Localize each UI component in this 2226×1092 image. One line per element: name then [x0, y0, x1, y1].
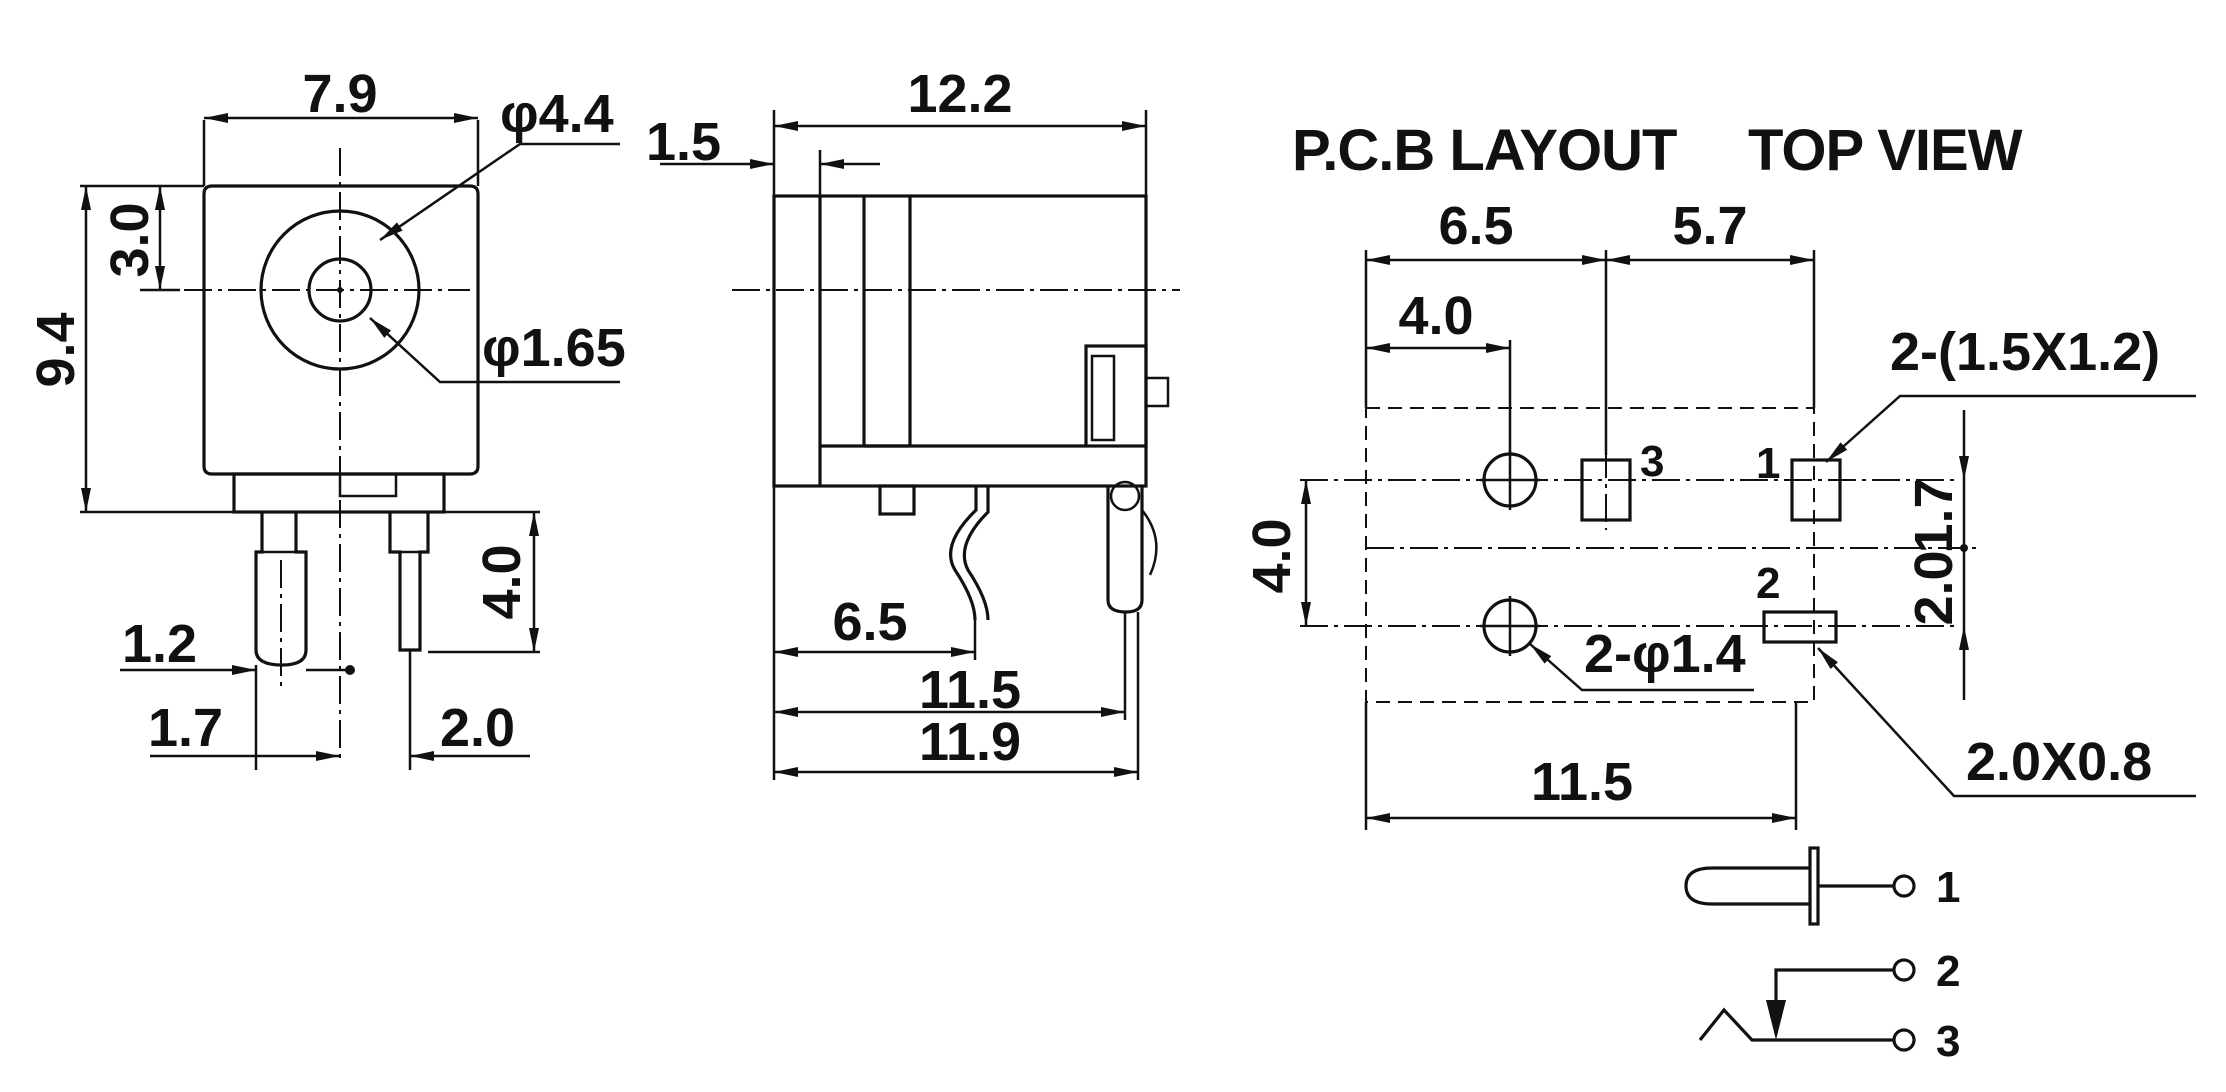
schematic-pin-1-label: 1 [1936, 863, 1960, 912]
side-bent-pin [949, 486, 978, 621]
front-view: 7.9 φ4.4 φ1.65 3.0 9.4 4.0 1.2 1.7 2.0 [26, 64, 626, 770]
dim-pin-diameter: φ1.65 [482, 318, 626, 378]
dim-front-pin-length: 4.0 [472, 544, 532, 619]
dim-pcb-vertical-spacing: 4.0 [1242, 518, 1302, 593]
dim-pcb-total-length: 11.5 [1531, 752, 1633, 812]
dim-front-top-offset: 3.0 [100, 202, 160, 277]
side-rear-tab [1084, 344, 1148, 448]
dim-front-height: 9.4 [26, 312, 86, 387]
dim-pcb-hole-diameter: 2-φ1.4 [1584, 624, 1746, 684]
front-body-outline [202, 184, 480, 476]
schematic-terminal-1 [1892, 874, 1916, 898]
title-top-view: TOP VIEW [1748, 118, 2023, 183]
dim-side-pin-pos-3: 11.9 [919, 712, 1021, 772]
schematic-terminal-3 [1892, 1028, 1916, 1052]
front-base-notch [338, 472, 398, 498]
leader-pin-diameter [369, 317, 620, 384]
schematic-symbol: 1 2 3 [1684, 846, 1960, 1066]
leader-pcb-pad-size [1825, 394, 2196, 463]
side-view: 12.2 1.5 6.5 11.5 11.9 [646, 64, 1180, 780]
dim-front-width: 7.9 [302, 64, 377, 124]
dim-pcb-slot-size: 2.0X0.8 [1966, 732, 2152, 792]
dim-pcb-spacing-c: 4.0 [1398, 286, 1473, 346]
front-right-pin [388, 512, 430, 652]
schematic-pin-2-label: 2 [1936, 947, 1960, 996]
side-bottom-stub [878, 484, 916, 516]
pcb-layout-view: P.C.B LAYOUT TOP VIEW 3 1 2 [1242, 118, 2196, 830]
dim-right-pin-offset: 2.0 [440, 698, 515, 758]
dim-outer-diameter: φ4.4 [500, 84, 614, 144]
pcb-pad-3-label: 3 [1640, 437, 1664, 486]
dim-left-pin-offset: 1.7 [148, 698, 223, 758]
dim-pcb-right-offset-2: 2.0 [1904, 550, 1964, 625]
dim-pcb-right-offset-1: 1.7 [1904, 478, 1964, 553]
pcb-pad-2-label: 2 [1756, 559, 1780, 608]
dim-side-length: 12.2 [907, 64, 1012, 124]
pcb-outline [1365, 407, 1815, 703]
dim-side-pin-pos-1: 6.5 [832, 592, 907, 652]
dim-front-pin-width: 1.2 [122, 614, 197, 674]
title-pcb-layout: P.C.B LAYOUT [1292, 118, 1677, 183]
dim-side-pin-pos-2: 11.5 [919, 660, 1021, 720]
front-left-pin [254, 512, 308, 667]
schematic-pin-3-label: 3 [1936, 1017, 1960, 1066]
side-body [772, 194, 1148, 488]
schematic-terminal-2 [1892, 958, 1916, 982]
leader-outer-diameter [379, 142, 620, 242]
dim-pcb-spacing-a: 6.5 [1438, 196, 1513, 256]
leader-pcb-hole-diameter [1529, 643, 1754, 692]
schematic-plug [1684, 866, 1810, 906]
dim-pcb-spacing-b: 5.7 [1672, 196, 1747, 256]
pcb-pad-1 [1790, 458, 1842, 522]
dim-side-front-lip: 1.5 [646, 112, 721, 172]
leader-pcb-slot-size [1817, 647, 2196, 798]
dim-pcb-pad-size: 2-(1.5X1.2) [1890, 322, 2160, 382]
